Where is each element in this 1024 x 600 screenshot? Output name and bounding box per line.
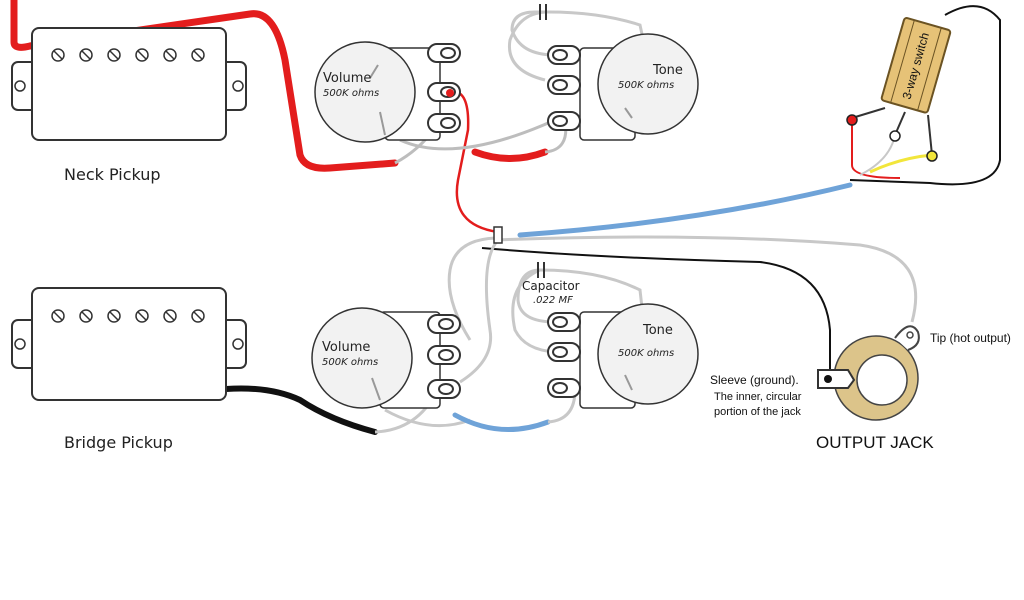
switch-lug-white [889, 130, 901, 142]
grey-wire-to-jack-tip [494, 235, 918, 323]
neck-tone-label: Tone [652, 63, 683, 78]
jack-sleeve-line3: portion of the jack [714, 406, 801, 418]
neck-volume-label: Volume [323, 71, 371, 86]
output-jack [817, 325, 920, 421]
jack-tip-label: Tip (hot output) [930, 331, 1011, 345]
switch-lug-yellow [926, 150, 938, 162]
bridge-cap-wire [516, 268, 647, 336]
red-wire-to-junction [449, 90, 499, 234]
jack-tip-lug [894, 325, 920, 351]
jack-sleeve-lug [817, 369, 856, 389]
neck-tone-value: 500K ohms [618, 80, 674, 91]
signal-wire-blue [517, 182, 853, 238]
neck-cap-wire [510, 10, 650, 63]
bridge-volume-label: Volume [322, 340, 370, 355]
grey-wire-junction-bridge-2 [459, 238, 500, 384]
bridge-volume-value: 500K ohms [322, 357, 378, 368]
bridge-tone-value: 500K ohms [618, 348, 674, 359]
switch-lead-yellow [869, 153, 933, 174]
bridge-capacitor [537, 262, 545, 278]
bridge-volume-pot [311, 307, 461, 409]
bridge-blue-wire [452, 412, 551, 433]
bridge-cap-wire-2 [511, 268, 556, 354]
neck-tone-pot [547, 33, 699, 141]
capacitor-label: Capacitor [522, 279, 580, 293]
bridge-hot-wire [223, 385, 378, 435]
neck-capacitor [539, 4, 547, 20]
bridge-pickup-label: Bridge Pickup [64, 433, 173, 452]
bridge-tone-label: Tone [642, 323, 673, 338]
switch-ground-wire [849, 5, 1001, 186]
capacitor-value: .022 MF [533, 295, 573, 306]
red-wire-vol-tone [471, 148, 549, 162]
bridge-tone-lugs [547, 312, 581, 398]
neck-volume-lugs [427, 43, 461, 133]
bridge-grey-wire-2 [384, 408, 471, 428]
neck-pickup-label: Neck Pickup [64, 165, 161, 184]
neck-cap-wire-2 [507, 10, 549, 82]
ground-wire-to-jack [481, 247, 831, 375]
neck-volume-value: 500K ohms [323, 88, 379, 99]
output-jack-title: OUTPUT JACK [816, 433, 934, 452]
bridge-volume-lugs [427, 314, 461, 399]
jack-sleeve-line2: The inner, circular [714, 391, 802, 403]
bridge-pickup [11, 287, 247, 401]
jack-inner-hole [856, 354, 908, 406]
jack-sleeve-line1: Sleeve (ground). [710, 373, 799, 387]
three-way-switch: 3-way switch [846, 17, 952, 162]
neck-tone-lugs [547, 45, 581, 131]
wire-junction [493, 226, 503, 244]
switch-lug-red [846, 114, 858, 126]
neck-pickup [11, 27, 247, 141]
neck-volume-pot [314, 41, 461, 143]
neck-hot-wire [10, 0, 399, 172]
grey-wire-neck-2 [399, 118, 556, 151]
bridge-tone-pot [547, 303, 699, 409]
